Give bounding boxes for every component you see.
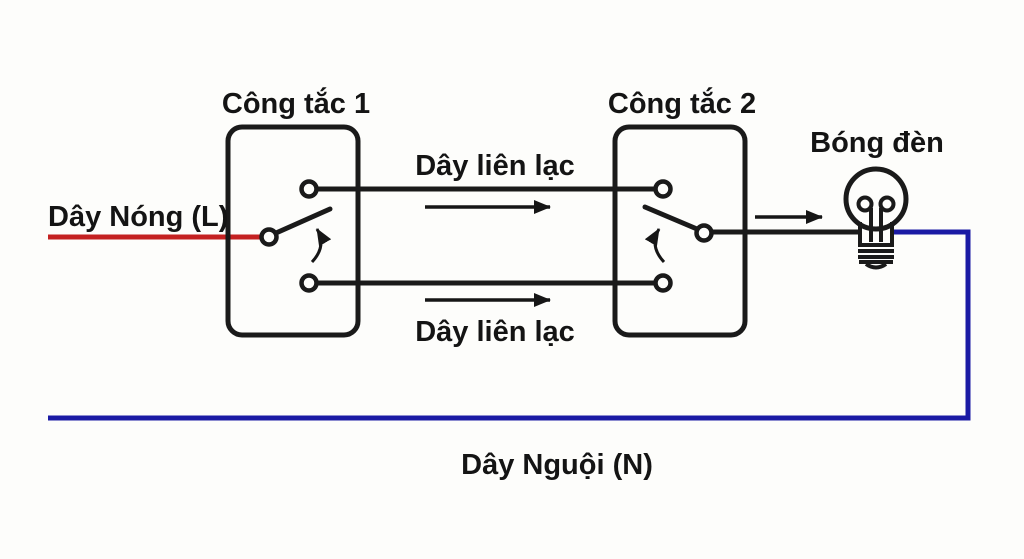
switch2-top-terminal [653, 179, 673, 199]
traveler-top-label: Dây liên lạc [415, 150, 575, 182]
bulb-glass [843, 166, 909, 232]
switch2-blade [642, 204, 700, 232]
switch1-blade [273, 206, 333, 236]
traveler-bottom-label: Dây liên lạc [415, 316, 575, 348]
switch1-label: Công tắc 1 [222, 86, 370, 120]
hot-wire-label: Dây Nóng (L) [48, 201, 228, 233]
switch2-toggle-arrow-icon [644, 228, 666, 264]
switch1-box [225, 124, 361, 338]
bulb-filament-right-loop [878, 195, 896, 213]
bulb-label: Bóng đèn [810, 127, 944, 159]
bulb-filament-left-loop [856, 195, 874, 213]
neutral-wire [48, 229, 971, 421]
bulb-base-tip [864, 262, 888, 270]
switch1-top-terminal [299, 179, 319, 199]
switch2-common-terminal [694, 223, 714, 243]
switch2-box [612, 124, 748, 338]
light-bulb-icon [843, 166, 909, 270]
switch2-bottom-terminal [653, 273, 673, 293]
neutral-wire-label: Dây Nguội (N) [461, 449, 653, 481]
switch1-bottom-terminal [299, 273, 319, 293]
switch1-toggle-arrow-icon [310, 228, 332, 264]
switch1-common-terminal [259, 227, 279, 247]
switch2-label: Công tắc 2 [608, 86, 756, 120]
